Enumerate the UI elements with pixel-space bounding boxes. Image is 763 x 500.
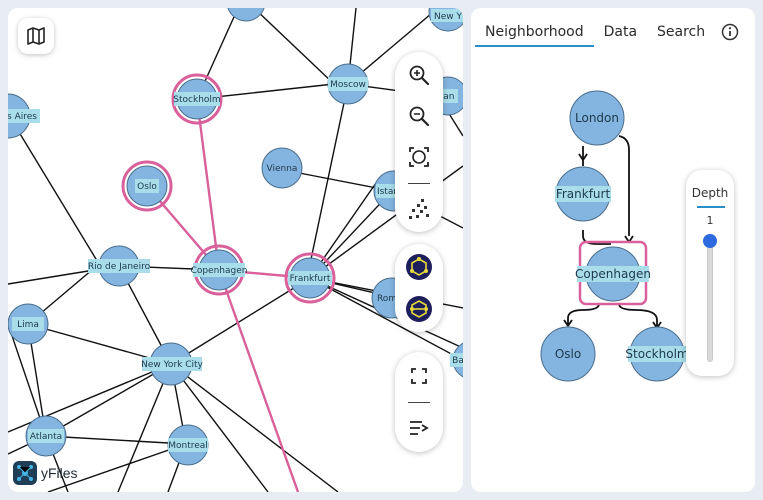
toolbar-divider <box>408 401 430 403</box>
depth-title: Depth <box>691 186 729 200</box>
graph-node[interactable]: New Y <box>428 8 463 32</box>
layout-icon <box>409 198 429 219</box>
svg-text:Montreal: Montreal <box>168 441 208 451</box>
graph-node[interactable]: Copenhagen <box>191 244 248 296</box>
svg-text:Rom: Rom <box>377 294 397 304</box>
toolbar-divider <box>408 182 430 184</box>
graph-node[interactable]: Stockholm <box>171 73 223 125</box>
logo-text: yFiles <box>41 465 78 481</box>
overview-map-button[interactable] <box>18 18 54 54</box>
svg-text:Moscow: Moscow <box>330 80 366 90</box>
svg-text:s Aires: s Aires <box>8 112 37 122</box>
neighborhood-graph[interactable]: London Frankfurt Copenhagen Oslo Stockho… <box>471 8 755 428</box>
neighborhood-node-london[interactable]: London <box>569 90 625 146</box>
tab-data[interactable]: Data <box>603 24 638 40</box>
svg-text:New Y: New Y <box>434 12 462 22</box>
svg-text:Lima: Lima <box>17 320 39 330</box>
overview-toggle-button[interactable] <box>401 410 437 446</box>
hierarchy-layout-icon <box>406 295 432 322</box>
graph-node[interactable]: Rio de Janeiro <box>88 245 151 287</box>
fullscreen-button[interactable] <box>401 358 437 394</box>
zoom-in-button[interactable] <box>401 57 437 93</box>
depth-value: 1 <box>706 214 714 227</box>
hierarchy-layout-button[interactable] <box>401 291 437 327</box>
svg-text:London: London <box>575 111 619 125</box>
graph-canvas[interactable]: New Y Moscow Stockholm s Aires ran Vienn… <box>8 8 463 492</box>
layout-button[interactable] <box>401 191 437 227</box>
svg-text:Oslo: Oslo <box>137 182 157 192</box>
neighborhood-node-frankfurt[interactable]: Frankfurt <box>555 166 611 222</box>
graph-node[interactable]: Atlanta <box>25 415 67 457</box>
svg-text:Rio de Janeiro: Rio de Janeiro <box>88 262 151 272</box>
svg-text:Ba: Ba <box>452 356 463 366</box>
depth-slider-track[interactable] <box>707 234 713 362</box>
yfiles-logo-icon <box>13 461 37 485</box>
layout-toolbar <box>395 244 443 332</box>
svg-text:Frankfurt: Frankfurt <box>556 187 611 201</box>
depth-slider-thumb[interactable] <box>703 234 717 248</box>
zoom-out-icon <box>409 106 430 127</box>
tab-search[interactable]: Search <box>657 24 706 40</box>
zoom-out-button[interactable] <box>401 98 437 134</box>
neighborhood-node-stockholm[interactable]: Stockholm <box>625 326 689 382</box>
graph-node[interactable]: Montreal <box>167 424 209 466</box>
depth-control: Depth 1 <box>686 170 734 376</box>
graph-node[interactable]: Lima <box>8 303 49 345</box>
tab-bar: Neighborhood Data Search <box>475 18 715 52</box>
svg-text:Stockholm: Stockholm <box>173 95 220 105</box>
graph-node[interactable]: Ba <box>450 341 463 379</box>
group-layout-icon <box>406 254 432 281</box>
graph-node[interactable]: New York City <box>141 342 204 386</box>
graph-node[interactable]: Moscow <box>327 63 369 105</box>
svg-text:Istan: Istan <box>377 187 399 197</box>
side-panel: Neighborhood Data Search London <box>471 8 755 492</box>
svg-text:Copenhagen: Copenhagen <box>191 266 248 276</box>
zoom-in-icon <box>409 65 430 86</box>
map-icon <box>27 27 45 45</box>
neighborhood-edges <box>563 135 662 329</box>
info-button[interactable] <box>721 23 739 45</box>
svg-text:Atlanta: Atlanta <box>30 432 62 442</box>
svg-text:Copenhagen: Copenhagen <box>575 267 651 281</box>
svg-text:Oslo: Oslo <box>555 347 581 361</box>
graph-node[interactable] <box>227 8 265 22</box>
depth-underline <box>697 206 725 208</box>
yfiles-logo: yFiles <box>12 460 78 486</box>
graph-node[interactable]: Vienna <box>261 147 303 189</box>
tab-neighborhood[interactable]: Neighborhood <box>475 18 594 47</box>
fit-content-icon <box>409 147 429 168</box>
info-icon <box>721 23 739 41</box>
svg-text:ran: ran <box>440 92 455 102</box>
zoom-toolbar <box>395 52 443 232</box>
overview-toggle-icon <box>410 421 429 436</box>
svg-text:Vienna: Vienna <box>267 164 298 174</box>
neighborhood-node-oslo[interactable]: Oslo <box>540 326 596 382</box>
neighborhood-node-copenhagen[interactable]: Copenhagen <box>575 240 651 306</box>
svg-text:Frankfurt: Frankfurt <box>290 274 331 284</box>
graph-svg[interactable]: New Y Moscow Stockholm s Aires ran Vienn… <box>8 8 463 492</box>
graph-node[interactable]: Frankfurt <box>284 252 336 304</box>
group-layout-button[interactable] <box>401 249 437 285</box>
view-toolbar <box>395 352 443 452</box>
svg-text:Stockholm: Stockholm <box>625 347 688 361</box>
svg-text:New York City: New York City <box>141 360 203 370</box>
fit-content-button[interactable] <box>401 139 437 175</box>
graph-node[interactable]: Oslo <box>121 160 173 212</box>
graph-node[interactable]: s Aires <box>8 93 40 139</box>
fullscreen-icon <box>411 367 427 384</box>
